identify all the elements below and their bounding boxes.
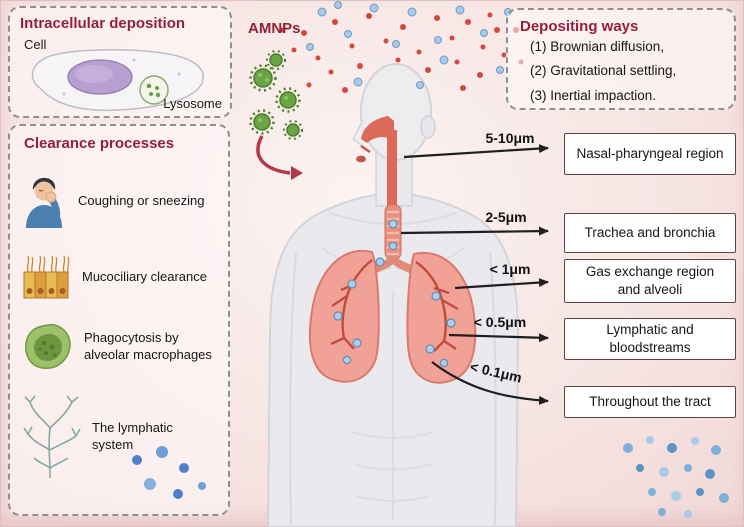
clearance-item-coughing: Coughing or sneezing xyxy=(18,174,220,228)
clearance-processes-box: Clearance processes Coughing or sneezing xyxy=(8,124,230,516)
size-label-lt-1um: < 1μm xyxy=(489,261,531,277)
clearance-item-label: Coughing or sneezing xyxy=(78,192,205,208)
coughing-person-icon xyxy=(22,174,68,228)
depositing-ways-box: Depositing ways (1) Brownian diffusion, … xyxy=(506,8,736,110)
macrophage-icon xyxy=(22,322,74,372)
ear-icon xyxy=(420,115,436,139)
clearance-item-label: The lymphatic system xyxy=(92,420,173,452)
region-box-trachea-bronchia: Trachea and bronchia xyxy=(564,213,736,253)
arrow-alveoli xyxy=(454,278,549,290)
intracellular-title: Intracellular deposition xyxy=(20,15,186,32)
nasal-cavity xyxy=(361,116,394,143)
depositing-item-1: (1) Brownian diffusion, xyxy=(530,39,665,54)
depositing-item-3: (3) Inertial impaction. xyxy=(530,87,657,103)
intracellular-deposition-box: Intracellular deposition Cell Lysosome xyxy=(8,6,232,118)
size-label-2-5um: 2-5μm xyxy=(485,209,527,225)
region-label: Lymphatic and bloodstreams xyxy=(606,322,694,355)
depositing-item-2: (2) Gravitational settling, xyxy=(530,63,677,79)
region-box-nasal-pharyngeal: Nasal-pharyngeal region xyxy=(564,133,736,175)
bottom-right-particles xyxy=(623,436,729,518)
size-arrows xyxy=(400,144,549,405)
region-label: Nasal-pharyngeal region xyxy=(576,146,724,162)
region-label: Throughout the tract xyxy=(589,394,711,410)
arrow-trachea xyxy=(400,226,549,236)
region-box-gas-exchange: Gas exchange region and alveoli xyxy=(564,259,736,303)
respiratory-tract xyxy=(308,116,477,384)
region-box-lymphatic-bloodstreams: Lymphatic and bloodstreams xyxy=(564,318,736,360)
region-label: Trachea and bronchia xyxy=(584,225,716,241)
cell-label: Cell xyxy=(24,37,47,52)
lysosome-label: Lysosome xyxy=(163,96,222,111)
region-box-throughout-tract: Throughout the tract xyxy=(564,386,736,418)
clearance-item-label: Phagocytosis by alveolar macrophages xyxy=(84,330,212,362)
region-label: Gas exchange region and alveoli xyxy=(585,264,715,297)
lymphatic-vessels-icon xyxy=(22,394,82,480)
clearance-title: Clearance processes xyxy=(24,135,175,152)
deposited-nanoparticles xyxy=(333,219,456,368)
clearance-item-phagocytosis: Phagocytosis by alveolar macrophages xyxy=(18,322,220,372)
arrow-tract xyxy=(431,361,549,405)
pharynx xyxy=(387,130,397,208)
left-lung xyxy=(308,249,380,383)
size-label-5-10um: 5-10μm xyxy=(485,130,535,146)
clearance-item-lymphatic: The lymphatic system xyxy=(18,394,220,480)
lysosome xyxy=(139,75,169,105)
arrow-nasal xyxy=(403,144,549,159)
clearance-item-mucociliary: Mucociliary clearance xyxy=(18,254,220,300)
size-label-lt-05um: < 0.5μm xyxy=(473,314,527,330)
clearance-item-label: Mucociliary clearance xyxy=(82,268,207,284)
nanoparticle-dots xyxy=(132,446,206,499)
arrow-lymphatic xyxy=(448,333,549,343)
inhalation-arrow xyxy=(256,135,303,180)
blue-particles xyxy=(306,1,512,89)
depositing-title: Depositing ways xyxy=(520,18,639,35)
amnps-label: AMNPs xyxy=(248,20,301,37)
lips xyxy=(356,155,366,163)
bronchial-branches xyxy=(330,259,459,352)
nose xyxy=(352,119,366,149)
virus-particles xyxy=(249,50,303,140)
cilia-epithelium-icon xyxy=(22,254,72,300)
cell-illustration xyxy=(31,49,204,112)
